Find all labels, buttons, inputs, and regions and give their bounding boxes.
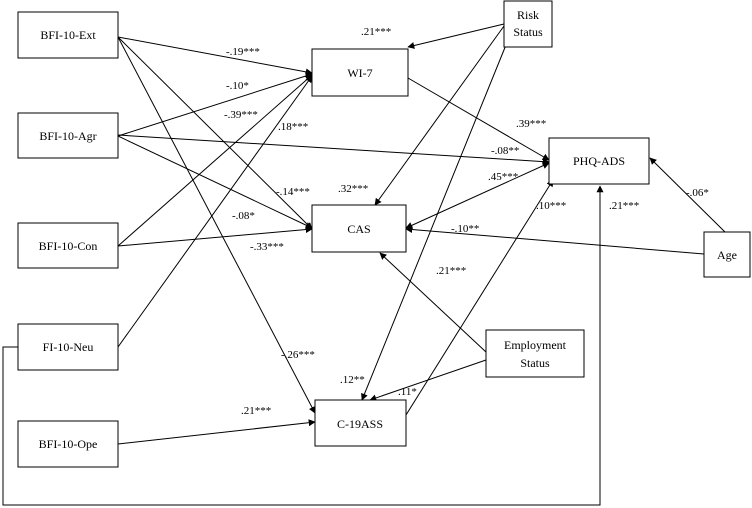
coef-age-cas: -.10** xyxy=(451,223,479,235)
coef-neu-wi7: .18*** xyxy=(278,121,308,133)
node-wi7: WI-7 xyxy=(311,48,409,97)
edge-ext-wi7 xyxy=(117,36,313,76)
coef-agr-wi7: -.10* xyxy=(226,80,249,92)
coef-ope-c19: .21*** xyxy=(241,405,271,417)
node-c19ass: C-19ASS xyxy=(314,399,407,447)
coef-agr-cas: -.08* xyxy=(232,210,255,222)
node-employment-label-line2: Status xyxy=(520,356,550,370)
coef-c19-phq: .10*** xyxy=(536,200,566,212)
edge-age-cas xyxy=(405,226,705,255)
node-risk-status: Risk Status xyxy=(503,0,553,48)
node-phq-ads-label: PHQ-ADS xyxy=(573,154,625,168)
edge-age-phq xyxy=(649,157,726,233)
node-bfi-con-label: BFI-10-Con xyxy=(39,239,98,253)
node-wi7-label: WI-7 xyxy=(347,66,372,80)
node-bfi-ext-label: BFI-10-Ext xyxy=(40,28,96,42)
edge-agr-wi7 xyxy=(117,72,313,137)
edge-risk-wi7 xyxy=(407,23,505,49)
node-bfi-agr-label: BFI-10-Agr xyxy=(39,129,96,143)
edge-con-wi7 xyxy=(117,74,313,247)
coef-ext-c19: -.26*** xyxy=(281,349,315,361)
coef-con-cas: -.33*** xyxy=(250,241,284,253)
coef-wi7-phq: .39*** xyxy=(516,118,546,130)
node-age: Age xyxy=(703,231,751,278)
edge-agr-phq xyxy=(117,134,550,166)
edge-agr-cas xyxy=(117,135,313,229)
node-age-label: Age xyxy=(717,248,737,262)
edge-neu-phq xyxy=(2,185,604,506)
edge-wi7-phq xyxy=(407,77,550,161)
coef-age-phq: -.06* xyxy=(686,187,709,199)
coef-con-wi7: -.39*** xyxy=(224,109,258,121)
node-cas: CAS xyxy=(311,204,407,253)
edge-neu-wi7 xyxy=(117,75,313,348)
coef-neu-phq: .21*** xyxy=(609,200,639,212)
edge-ext-c19 xyxy=(117,36,316,414)
node-employment-status: Employment Status xyxy=(485,329,585,378)
edge-con-cas xyxy=(117,226,313,247)
node-phq-ads: PHQ-ADS xyxy=(548,137,650,185)
node-c19ass-label: C-19ASS xyxy=(337,417,383,431)
coef-ext-wi7: -.19*** xyxy=(226,46,260,58)
coef-emp-c19: .11* xyxy=(398,386,417,398)
node-bfi-ope-label: BFI-10-Ope xyxy=(39,437,98,451)
node-bfi-ope: BFI-10-Ope xyxy=(17,420,119,468)
node-risk-label-line2: Status xyxy=(513,25,543,39)
edge-c19-phq xyxy=(405,179,554,416)
node-employment-label-line1: Employment xyxy=(504,338,567,352)
coef-ext-cas: -.14*** xyxy=(276,186,310,198)
coef-risk-c19: .12** xyxy=(340,374,365,386)
node-bfi-ext: BFI-10-Ext xyxy=(17,11,119,59)
node-bfi-agr: BFI-10-Agr xyxy=(17,112,119,159)
edge-ope-c19 xyxy=(117,419,316,445)
edge-risk-cas xyxy=(374,25,505,206)
edges xyxy=(2,23,726,506)
coefficients: .21*** -.19*** -.10* -.39*** .18*** .39*… xyxy=(224,26,709,417)
coef-risk-cas: .32*** xyxy=(338,183,368,195)
node-cas-label: CAS xyxy=(347,222,370,236)
coef-agr-phq: -.08** xyxy=(491,145,519,157)
edge-cas-phq xyxy=(405,162,550,229)
edge-ext-cas xyxy=(117,36,313,230)
node-risk-label-line1: Risk xyxy=(517,8,539,22)
coef-risk-wi7: .21*** xyxy=(361,26,391,38)
nodes: BFI-10-Ext BFI-10-Agr BFI-10-Con FI-10-N… xyxy=(17,0,751,468)
edge-emp-cas xyxy=(379,252,487,353)
coef-emp-cas: .21*** xyxy=(436,265,466,277)
node-fi-neu-label: FI-10-Neu xyxy=(43,340,94,354)
node-bfi-con: BFI-10-Con xyxy=(17,222,119,269)
coef-cas-phq: .45*** xyxy=(488,171,518,183)
node-fi-neu: FI-10-Neu xyxy=(17,323,119,371)
